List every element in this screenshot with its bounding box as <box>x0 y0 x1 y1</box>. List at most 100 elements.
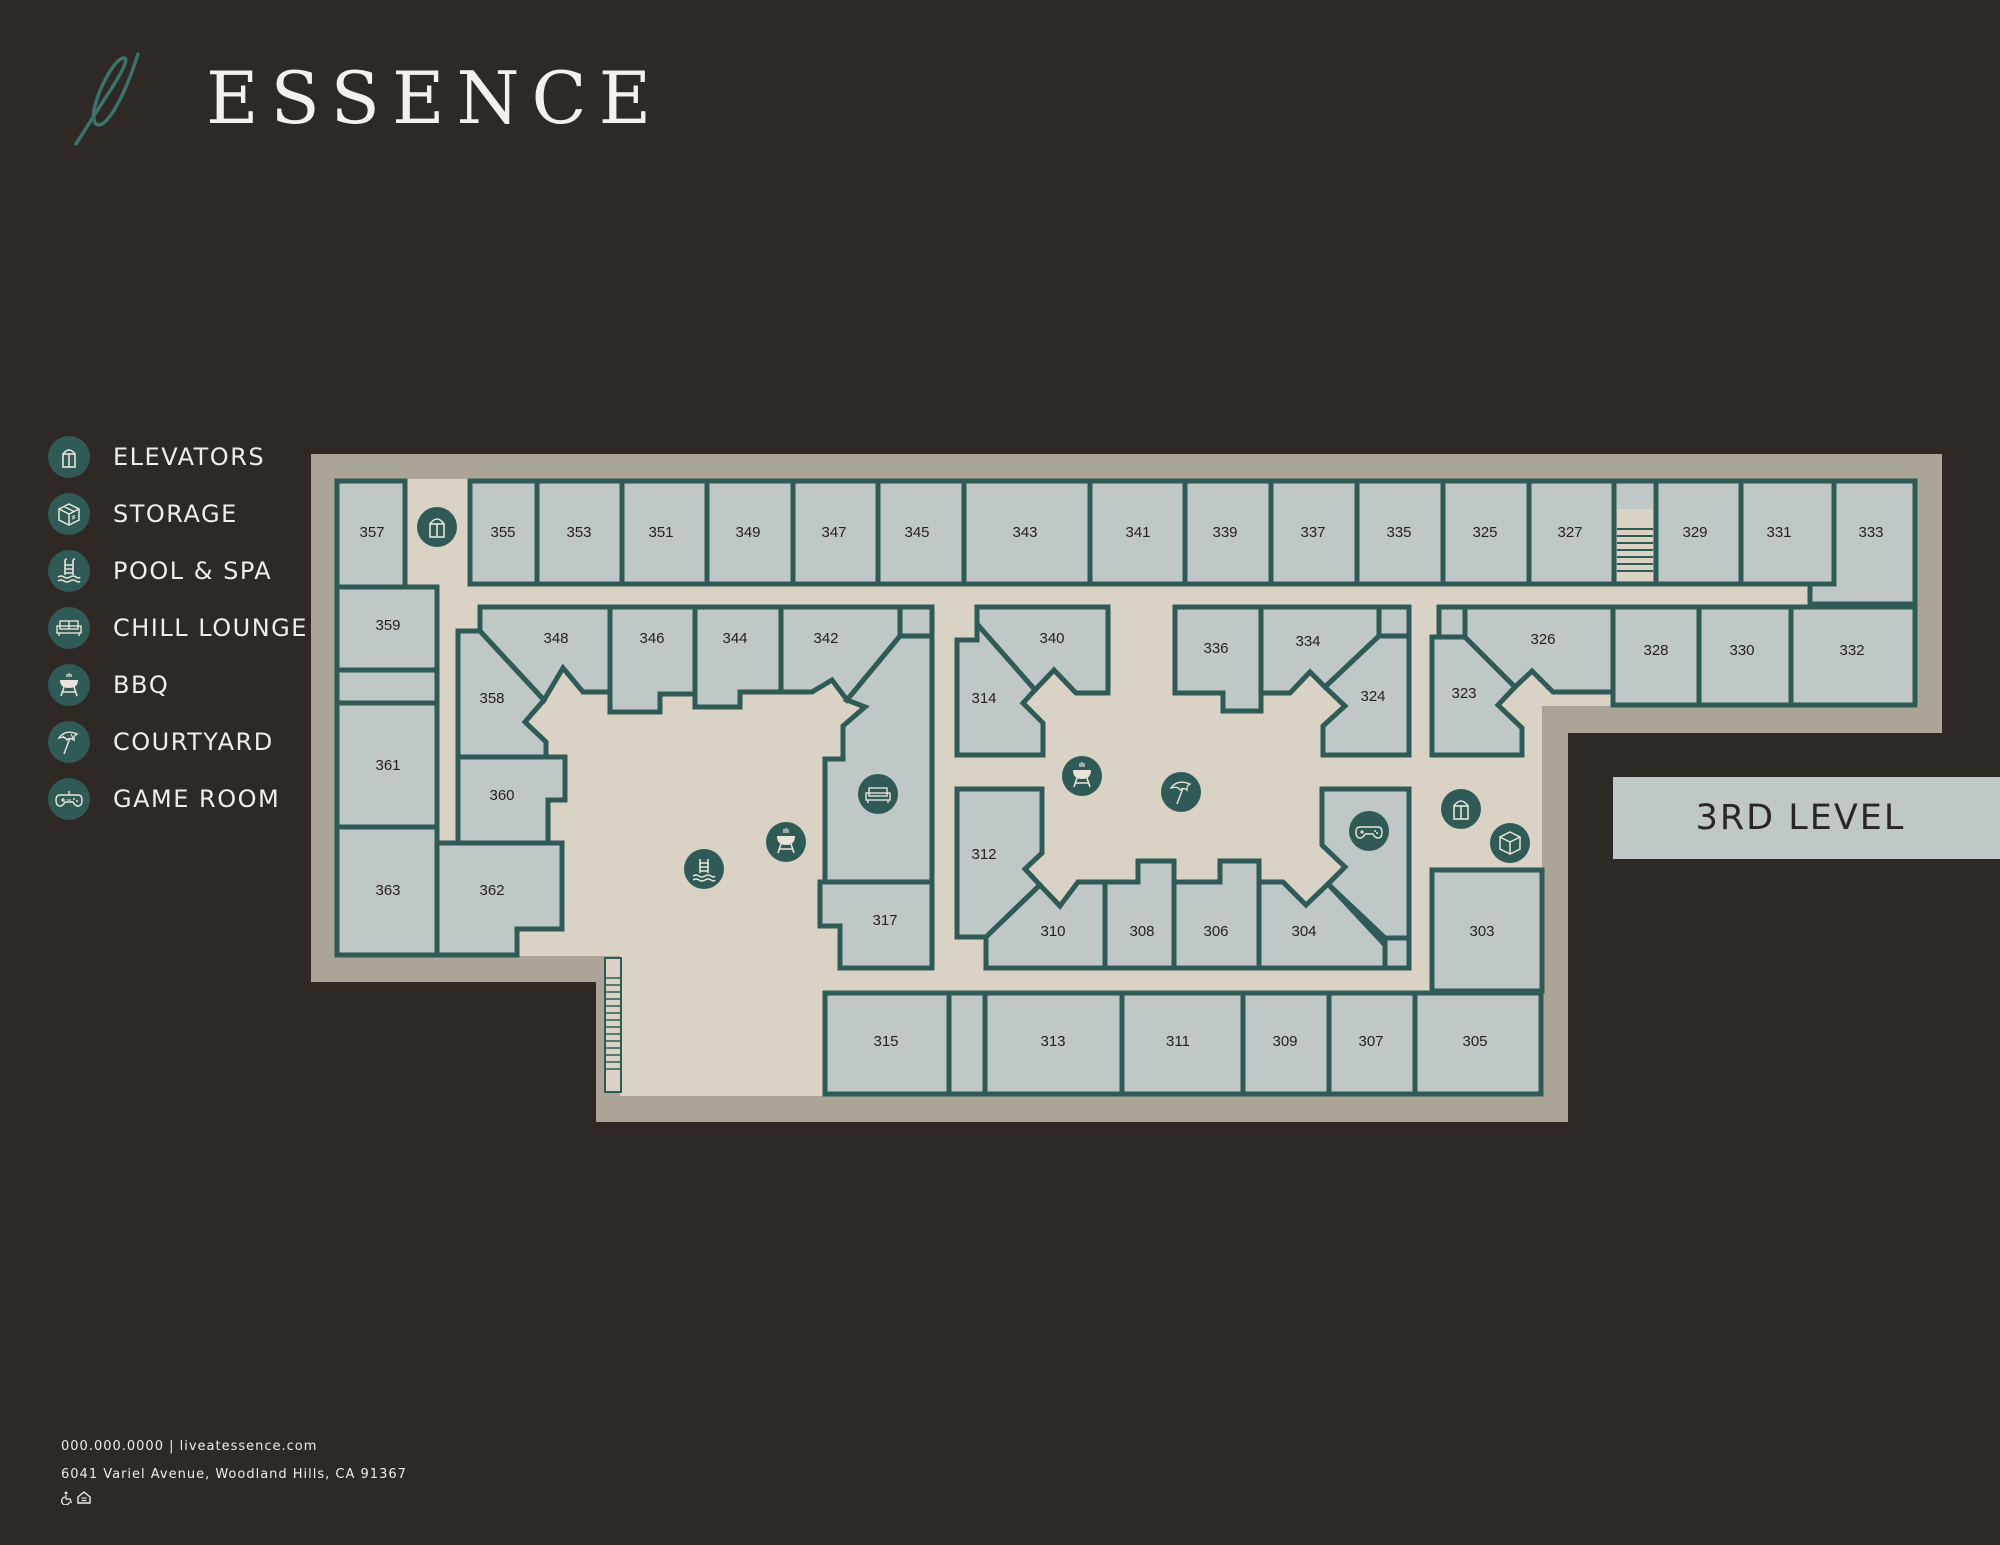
unit-341[interactable] <box>1087 478 1188 587</box>
unit-number: 304 <box>1291 923 1316 940</box>
legend-label: BBQ <box>113 670 170 699</box>
unit-number: 329 <box>1682 524 1707 541</box>
utility-bottom <box>946 990 988 1097</box>
equal-housing-icon <box>77 1491 91 1504</box>
unit-311[interactable] <box>1119 990 1246 1097</box>
legend-item-courtyard[interactable]: COURTYARD <box>48 713 308 770</box>
unit-number: 346 <box>639 630 664 647</box>
unit-345[interactable] <box>875 478 967 587</box>
unit-number: 347 <box>821 524 846 541</box>
unit-number: 360 <box>489 787 514 804</box>
unit-number: 317 <box>872 912 897 929</box>
elevator-icon[interactable] <box>416 506 458 548</box>
legend-item-storage[interactable]: STORAGE <box>48 485 308 542</box>
grill-icon[interactable] <box>1061 755 1103 797</box>
storage-box-icon <box>48 492 90 535</box>
stairs-top-right <box>1617 509 1653 581</box>
chill-lounge[interactable] <box>822 633 935 885</box>
unit-347[interactable] <box>790 478 881 587</box>
utility-304 <box>1382 935 1412 971</box>
pool-ladder-icon[interactable] <box>683 848 725 890</box>
legend-item-bbq[interactable]: BBQ <box>48 656 308 713</box>
unit-343[interactable] <box>961 478 1093 587</box>
logo-script-e-icon <box>74 52 140 146</box>
unit-363[interactable] <box>334 824 440 958</box>
unit-360[interactable] <box>455 754 568 846</box>
unit-310[interactable] <box>983 879 1108 971</box>
unit-330[interactable] <box>1696 604 1794 708</box>
gamepad-icon <box>48 777 90 820</box>
amenity-legend: ELEVATORS STORAGE POOL & SPA CHILL LOUNG… <box>48 428 308 827</box>
pool-ladder-icon <box>48 549 90 592</box>
stairs-bottom-left <box>604 957 622 1093</box>
unit-349[interactable] <box>704 478 796 587</box>
unit-number: 361 <box>375 757 400 774</box>
unit-336[interactable] <box>1172 604 1264 714</box>
unit-number: 335 <box>1386 524 1411 541</box>
sofa-icon[interactable] <box>857 773 899 815</box>
unit-number: 314 <box>971 690 996 707</box>
unit-number: 305 <box>1462 1033 1487 1050</box>
unit-number: 307 <box>1358 1033 1383 1050</box>
unit-number: 311 <box>1166 1033 1190 1050</box>
legend-item-pool-spa[interactable]: POOL & SPA <box>48 542 308 599</box>
unit-number: 345 <box>904 524 929 541</box>
unit-344[interactable] <box>692 604 784 710</box>
unit-313[interactable] <box>982 990 1125 1097</box>
footer: 000.000.0000 | liveatessence.com 6041 Va… <box>61 1433 407 1505</box>
unit-number: 336 <box>1203 640 1228 657</box>
unit-number: 362 <box>479 882 504 899</box>
unit-325[interactable] <box>1440 478 1532 587</box>
unit-number: 323 <box>1451 685 1476 702</box>
accessibility-icon <box>61 1491 73 1505</box>
legend-item-game-room[interactable]: GAME ROOM <box>48 770 308 827</box>
unit-number: 342 <box>813 630 838 647</box>
unit-317[interactable] <box>817 879 935 971</box>
sofa-icon <box>48 606 90 649</box>
unit-315[interactable] <box>822 990 952 1097</box>
unit-number: 313 <box>1040 1033 1065 1050</box>
elevator-icon[interactable] <box>1440 788 1482 830</box>
unit-304[interactable] <box>1256 879 1388 971</box>
unit-333[interactable] <box>1807 478 1918 607</box>
unit-314[interactable] <box>954 617 1046 758</box>
unit-number: 331 <box>1766 524 1791 541</box>
legend-item-chill-lounge[interactable]: CHILL LOUNGE <box>48 599 308 656</box>
unit-357[interactable] <box>334 478 408 590</box>
unit-312[interactable] <box>954 786 1045 940</box>
unit-308[interactable] <box>1102 858 1177 971</box>
unit-number: 337 <box>1300 524 1325 541</box>
umbrella-icon <box>48 720 90 763</box>
unit-306[interactable] <box>1171 858 1262 971</box>
unit-331[interactable] <box>1738 478 1837 587</box>
brand-logo: ESSENCE <box>64 52 651 152</box>
unit-303[interactable] <box>1429 867 1545 994</box>
unit-number: 310 <box>1040 923 1065 940</box>
unit-332[interactable] <box>1788 604 1918 708</box>
storage-nook-left <box>334 667 440 706</box>
legend-item-elevators[interactable]: ELEVATORS <box>48 428 308 485</box>
unit-number: 341 <box>1125 524 1150 541</box>
unit-362[interactable] <box>434 840 565 958</box>
storage-box-icon[interactable] <box>1489 822 1531 864</box>
utility-323 <box>1436 604 1468 640</box>
unit-359[interactable] <box>334 584 440 673</box>
unit-number: 339 <box>1212 524 1237 541</box>
unit-number: 355 <box>490 524 515 541</box>
legend-label: CHILL LOUNGE <box>113 613 308 642</box>
unit-351[interactable] <box>619 478 710 587</box>
unit-324[interactable] <box>1320 633 1412 758</box>
unit-355[interactable] <box>467 478 540 587</box>
level-badge: 3RD LEVEL <box>1613 777 2000 859</box>
unit-number: 330 <box>1729 642 1754 659</box>
unit-number: 315 <box>873 1033 898 1050</box>
gamepad-icon[interactable] <box>1348 810 1390 852</box>
contact-info: 000.000.0000 | liveatessence.com <box>61 1439 318 1454</box>
umbrella-icon[interactable] <box>1160 771 1202 813</box>
unit-number: 326 <box>1530 631 1555 648</box>
unit-number: 309 <box>1272 1033 1297 1050</box>
grill-icon[interactable] <box>765 821 807 863</box>
unit-346[interactable] <box>607 604 698 715</box>
unit-305[interactable] <box>1412 990 1544 1097</box>
level-label: 3RD LEVEL <box>1695 798 1906 838</box>
